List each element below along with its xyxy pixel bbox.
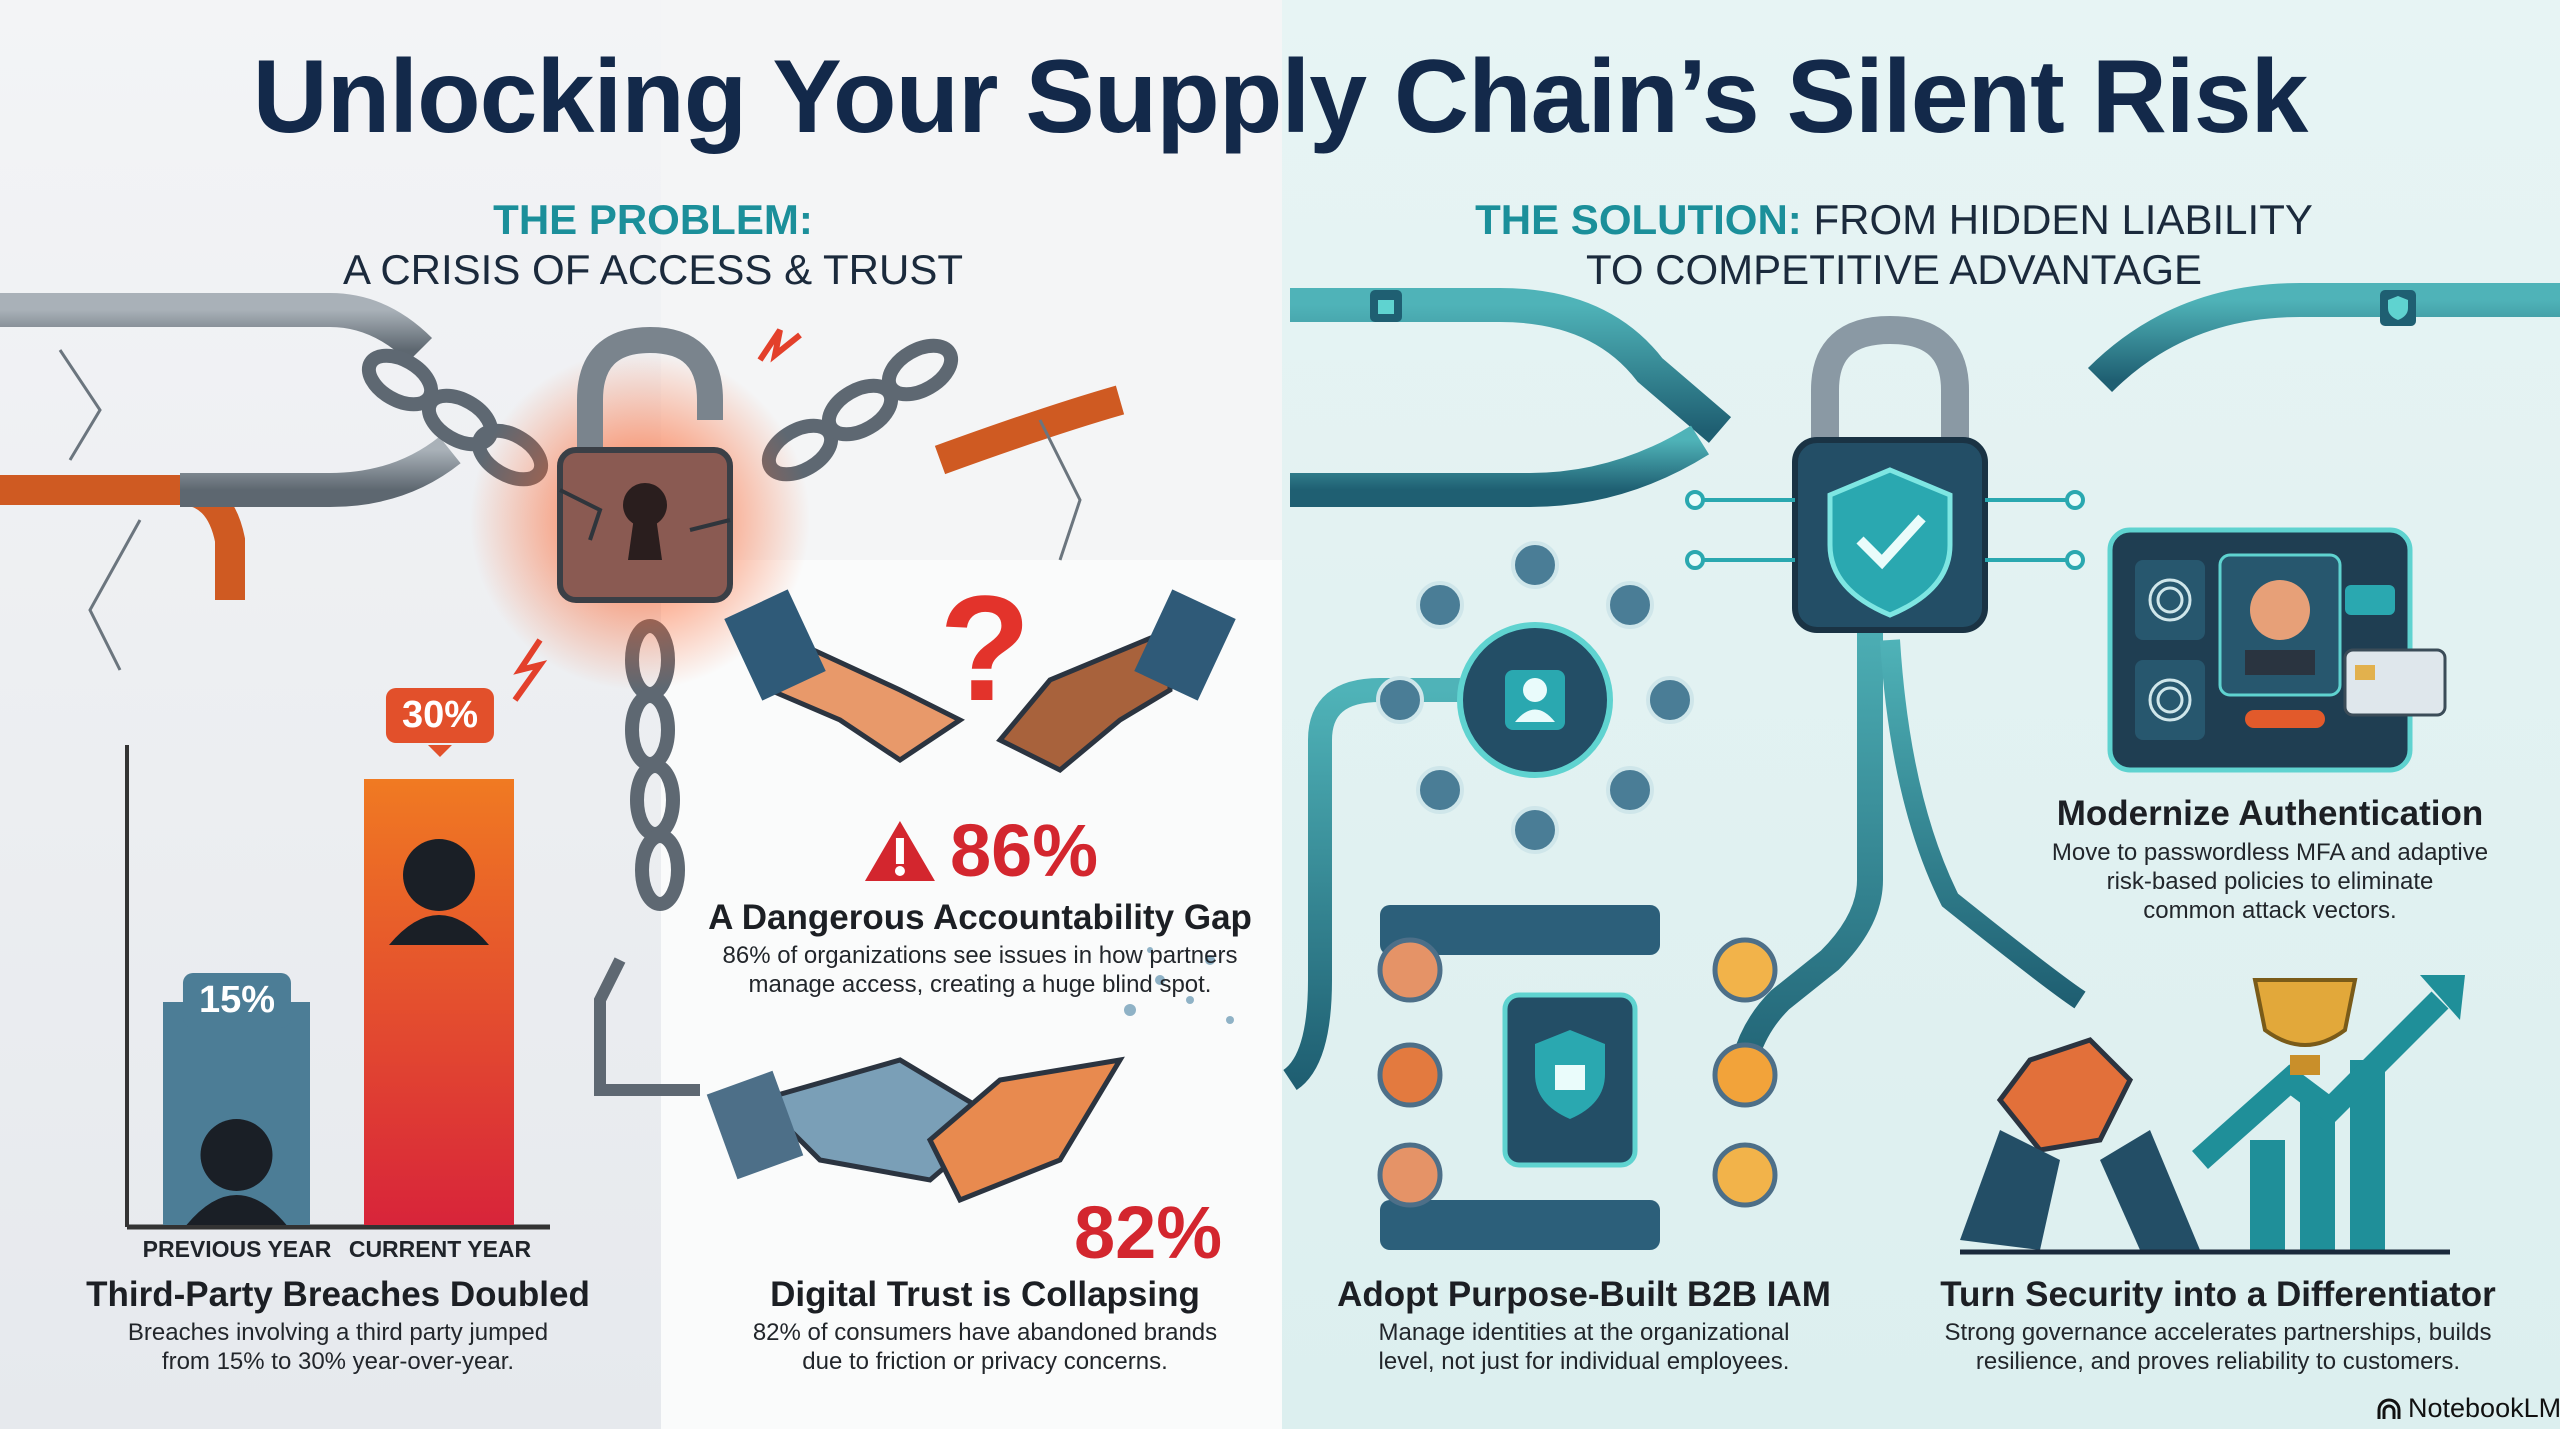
- gap-description: 86% of organizations see issues in how p…: [723, 941, 1238, 999]
- brand-label: NotebookLM: [2408, 1393, 2560, 1423]
- notebooklm-brand: NotebookLM: [2376, 1393, 2560, 1424]
- identity-network-icon: [1376, 541, 1694, 854]
- bar-value-label-current: 30%: [385, 688, 495, 757]
- breaches-heading: Third-Party Breaches Doubled: [86, 1275, 590, 1314]
- gap-heading: A Dangerous Accountability Gap: [708, 898, 1252, 937]
- solution-subtitle: TO COMPETITIVE ADVANTAGE: [1585, 246, 2203, 293]
- differentiator-description: Strong governance accelerates partnershi…: [1945, 1318, 2492, 1376]
- solution-label: THE SOLUTION: FROM HIDDEN LIABILITY: [1475, 196, 2313, 244]
- devil-hacker-icon: [389, 839, 489, 945]
- auth-desc-line: risk-based policies to eliminate: [2106, 868, 2434, 895]
- bar-value-label-previous: 15%: [182, 973, 292, 1042]
- problem-subtitle: A CRISIS OF ACCESS & TRUST: [342, 246, 964, 293]
- auth-desc-line: common attack vectors.: [2143, 897, 2397, 924]
- iam-desc-line: Manage identities at the organizational: [1378, 1319, 1790, 1346]
- gap-stat-row: 86%: [862, 808, 1098, 893]
- gap-desc-line: manage access, creating a huge blind spo…: [748, 971, 1212, 998]
- auth-desc-line: Move to passwordless MFA and adaptive: [2051, 839, 2489, 866]
- bar-category-current: CURRENT YEAR: [348, 1236, 532, 1262]
- solution-label-text: THE SOLUTION:: [1475, 196, 1802, 243]
- dissolving-handshake-icon: [706, 947, 1234, 1204]
- trust-stat: 82%: [1073, 1191, 1223, 1274]
- small-lock-icon: [1370, 290, 1402, 322]
- broken-handshake-question-icon: ?: [724, 564, 1236, 773]
- b2b-iam-org-icon: [1377, 905, 1778, 1250]
- warning-icon: [864, 820, 935, 881]
- trust-heading: Digital Trust is Collapsing: [770, 1275, 1200, 1314]
- trust-desc-line: 82% of consumers have abandoned brands: [752, 1319, 1218, 1346]
- problem-label-text: THE PROBLEM:: [493, 196, 813, 243]
- gap-desc-line: 86% of organizations see issues in how p…: [722, 942, 1238, 969]
- solution-label-rest: FROM HIDDEN LIABILITY: [1813, 196, 2313, 243]
- iam-heading: Adopt Purpose-Built B2B IAM: [1337, 1275, 1831, 1314]
- trust-desc-line: due to friction or privacy concerns.: [802, 1348, 1168, 1375]
- differentiator-desc-line: Strong governance accelerates partnershi…: [1944, 1319, 2492, 1346]
- iam-desc-line: level, not just for individual employees…: [1378, 1348, 1790, 1375]
- broken-padlock-icon: [470, 326, 810, 702]
- page-title: Unlocking Your Supply Chain’s Silent Ris…: [252, 39, 2309, 155]
- problem-panel-background: [661, 560, 1282, 1429]
- differentiator-heading: Turn Security into a Differentiator: [1940, 1275, 2496, 1314]
- arm-wrestle-growth-icon: [1960, 975, 2465, 1255]
- masked-thief-icon: [186, 1119, 287, 1225]
- shield-padlock-icon: [1685, 315, 2085, 633]
- broken-pipes: [0, 283, 1250, 671]
- auth-heading: Modernize Authentication: [2056, 794, 2484, 833]
- problem-label: THE PROBLEM:: [493, 196, 813, 244]
- breaches-desc-line: Breaches involving a third party jumped: [127, 1319, 549, 1346]
- authentication-panel-icon: [2107, 527, 2447, 773]
- svg-text:?: ?: [939, 564, 1031, 732]
- breaches-desc-line: from 15% to 30% year-over-year.: [161, 1348, 515, 1375]
- problem-background: [0, 0, 661, 1429]
- small-shield-icon: [2380, 290, 2416, 326]
- gap-stat: 86%: [949, 809, 1099, 892]
- differentiator-desc-line: resilience, and proves reliability to cu…: [1975, 1348, 2461, 1375]
- notebooklm-logo-icon: [2377, 1398, 2401, 1419]
- bar-category-previous: PREVIOUS YEAR: [142, 1236, 332, 1262]
